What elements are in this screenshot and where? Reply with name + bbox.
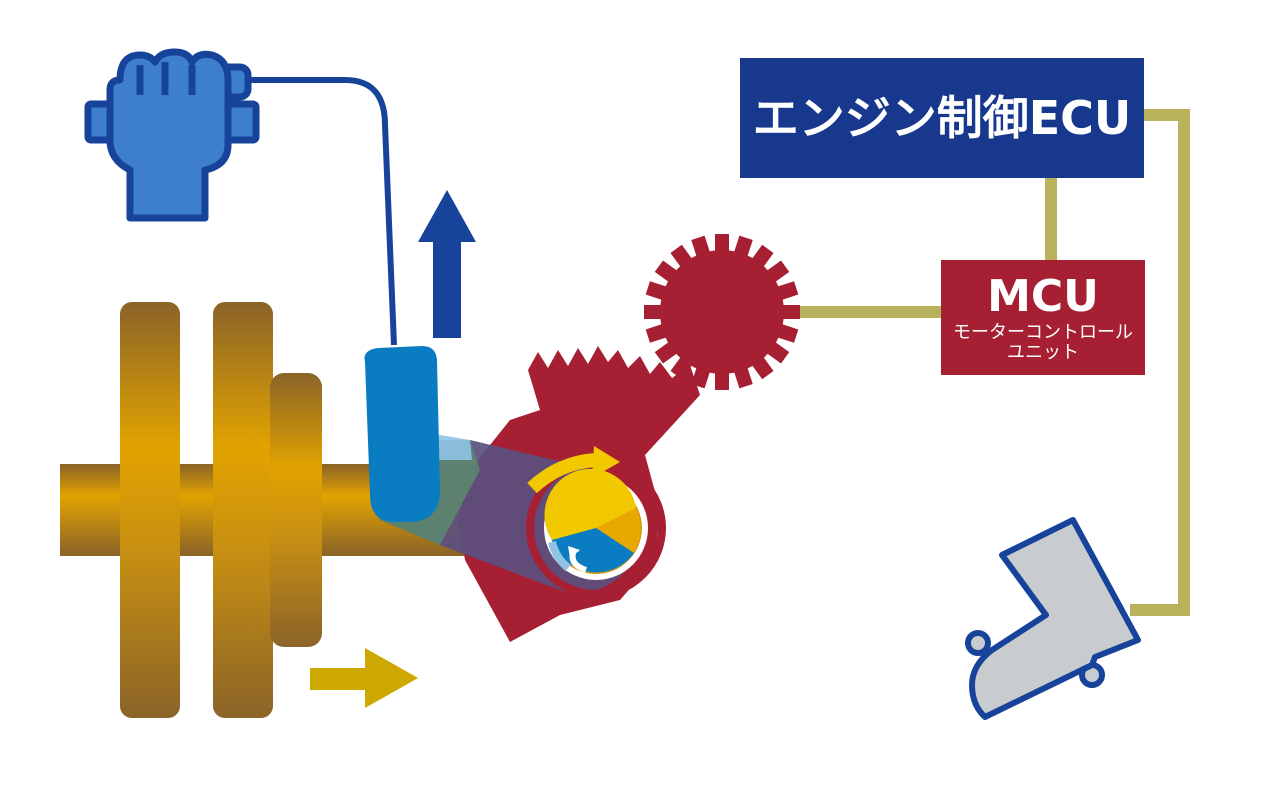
clutch-icon <box>120 302 322 718</box>
engine-control-ecu-box: エンジン制御ECU <box>740 58 1144 178</box>
lift-arrow-icon <box>418 190 476 338</box>
hand-grip-icon <box>84 48 260 222</box>
rotate-arrow-icon <box>527 446 620 494</box>
ecu-to-pedal-line <box>1130 109 1190 616</box>
boot-pedal-icon <box>965 517 1141 720</box>
clutch-cable <box>245 77 397 346</box>
push-arrow-icon <box>310 648 418 708</box>
mcu-title: MCU <box>987 270 1099 322</box>
mcu-subtitle-line1: モーターコントロール <box>953 321 1133 343</box>
gear-icon <box>644 234 800 390</box>
mcu-subtitle-line2: ユニット <box>1007 341 1079 363</box>
motor-control-unit-box: MCU モーターコントロール ユニット <box>941 260 1145 375</box>
ecu-label: エンジン制御ECU <box>752 91 1132 145</box>
cam-icon <box>544 468 648 580</box>
connector-lines <box>790 109 1190 616</box>
